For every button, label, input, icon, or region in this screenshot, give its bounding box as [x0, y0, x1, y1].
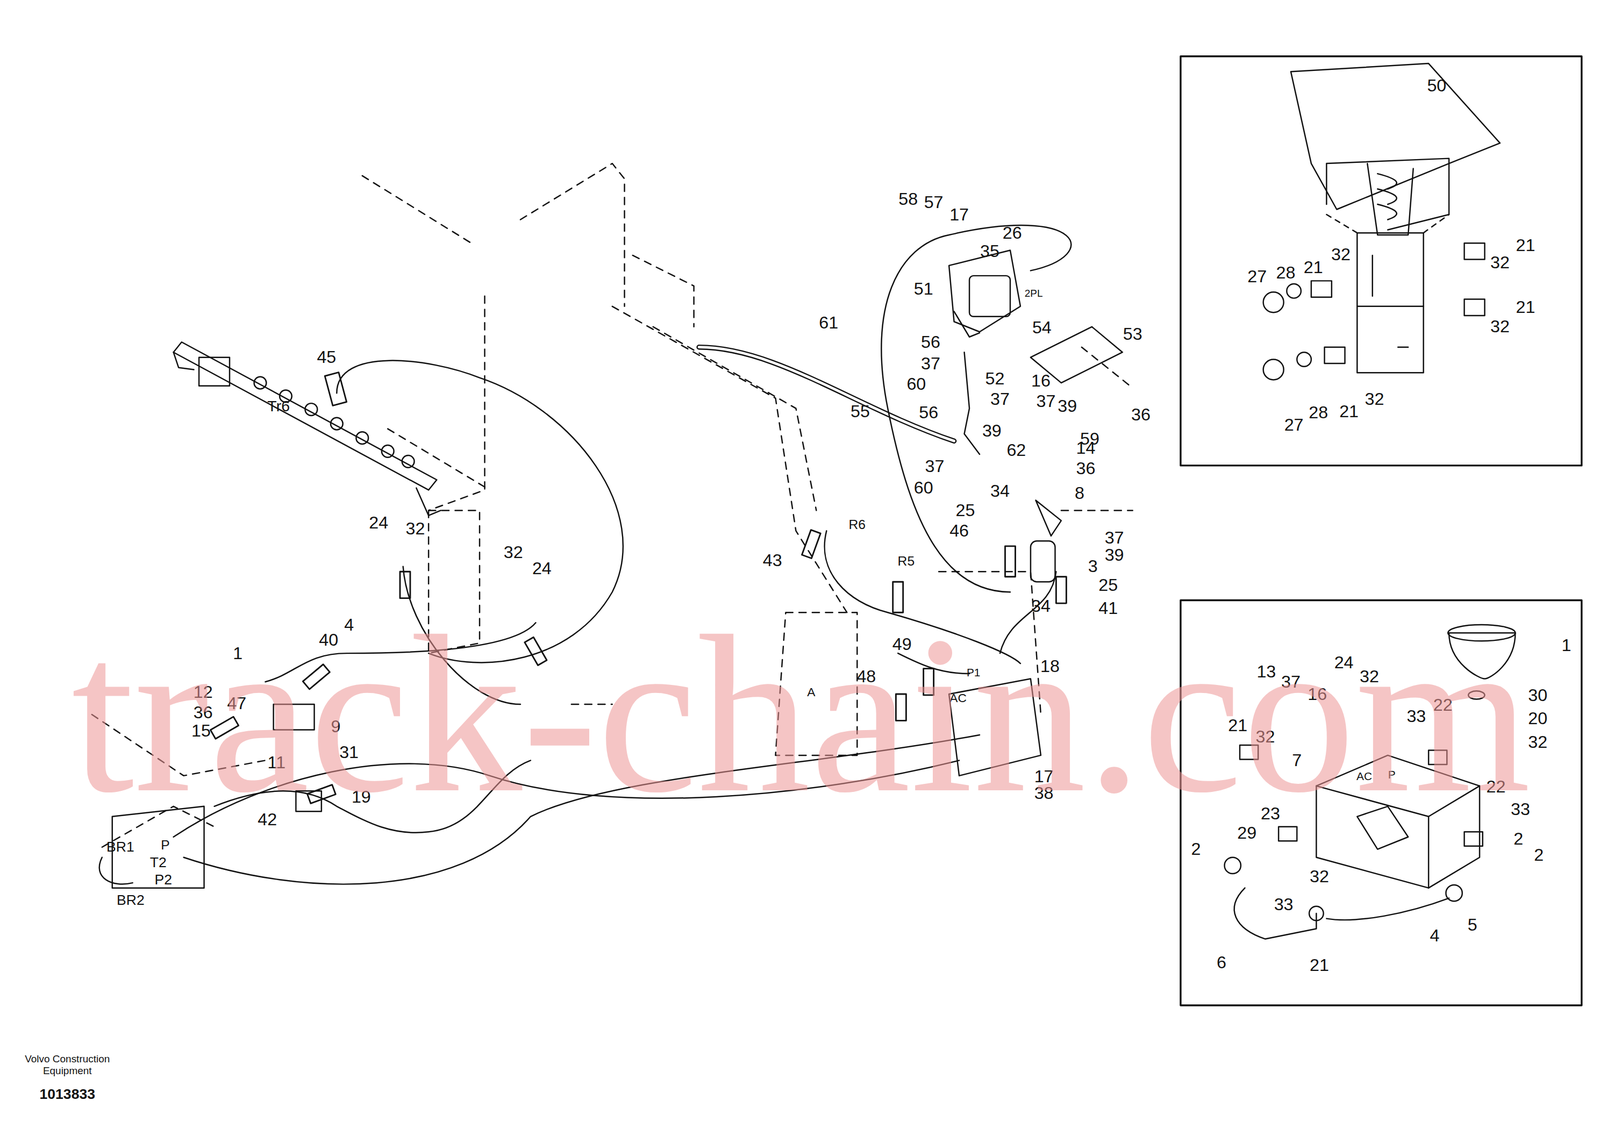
callout-number: 25: [1097, 575, 1119, 594]
footer-text: 1013833: [38, 1086, 97, 1102]
callout-number: 28: [1307, 403, 1330, 422]
callout-number: 32: [502, 543, 525, 562]
callout-number: 45: [315, 347, 338, 367]
callout-number: 53: [1122, 324, 1144, 343]
callout-number: 27: [1283, 415, 1305, 434]
callout-number: 36: [1074, 459, 1097, 478]
callout-number: 25: [954, 501, 977, 520]
callout-number: 27: [1246, 267, 1268, 286]
callout-number: 2: [1512, 829, 1525, 848]
callout-number: 35: [979, 241, 1001, 261]
callout-number: 37: [1034, 391, 1057, 411]
callout-number: 34: [989, 481, 1011, 500]
callout-number: 4: [1429, 926, 1441, 945]
callout-number: 1: [1560, 635, 1573, 654]
callout-number: 37: [919, 354, 942, 373]
callout-number: 57: [923, 193, 945, 212]
callout-number: 39: [1056, 396, 1078, 416]
callout-number: Tr6: [266, 397, 291, 414]
callout-number: 2PL: [1023, 287, 1045, 299]
callout-number: 50: [1425, 76, 1448, 95]
callout-number: 21: [1515, 235, 1537, 254]
callout-number: 60: [905, 374, 927, 393]
callout-number: BR1: [105, 839, 136, 855]
callout-number: 56: [919, 332, 942, 352]
callout-number: 56: [917, 403, 940, 422]
callout-number: 3: [1087, 556, 1099, 576]
callout-number: 58: [897, 189, 919, 209]
callout-number: P2: [153, 872, 174, 888]
callout-number: 46: [948, 521, 970, 540]
callout-number: 8: [1073, 483, 1086, 503]
callout-number: 6: [1215, 953, 1228, 972]
callout-number: 21: [1308, 955, 1331, 975]
callout-number: 21: [1302, 258, 1325, 277]
callout-number: R5: [896, 554, 917, 569]
callout-number: 60: [912, 478, 935, 497]
callout-number: 21: [1338, 402, 1360, 421]
callout-number: 51: [912, 279, 935, 298]
callout-number: 32: [1308, 867, 1331, 886]
callout-number: 17: [948, 204, 970, 224]
callout-number: 43: [761, 551, 784, 570]
callout-number: 32: [404, 519, 427, 538]
callout-number: 24: [367, 513, 390, 532]
callout-number: 32: [1489, 317, 1511, 336]
callout-number: P: [159, 837, 171, 853]
callout-number: 61: [817, 313, 840, 332]
callout-number: 37: [989, 389, 1011, 409]
callout-number: 33: [1273, 894, 1295, 913]
callout-number: 32: [1363, 389, 1386, 409]
callout-number: 54: [1031, 318, 1053, 337]
callout-number: 28: [1274, 263, 1297, 282]
callout-number: 5: [1466, 915, 1479, 934]
callout-number: 32: [1330, 244, 1352, 263]
callout-number: BR2: [115, 892, 146, 909]
callout-number: 32: [1489, 253, 1511, 272]
callout-number: 39: [981, 421, 1003, 440]
callout-number: R6: [847, 517, 868, 532]
callout-number: 2: [1532, 845, 1545, 864]
callout-number: 24: [531, 559, 553, 578]
callout-number: 21: [1515, 297, 1537, 317]
callout-number: 16: [1030, 371, 1052, 390]
callout-number: 37: [1103, 528, 1126, 547]
callout-number: 26: [1001, 223, 1024, 242]
callout-number: 55: [849, 402, 871, 421]
callout-number: 36: [1130, 404, 1152, 424]
footer-text: Volvo Construction Equipment: [4, 1053, 130, 1078]
callout-number: 2: [1189, 839, 1202, 859]
callout-number: 14: [1074, 438, 1097, 457]
callout-number: 39: [1103, 545, 1126, 564]
callout-number: 37: [924, 456, 946, 476]
watermark: track-chain.com: [71, 601, 1531, 828]
callout-number: 62: [1005, 440, 1027, 460]
callout-number: T2: [148, 854, 168, 870]
callout-number: 52: [984, 369, 1006, 388]
